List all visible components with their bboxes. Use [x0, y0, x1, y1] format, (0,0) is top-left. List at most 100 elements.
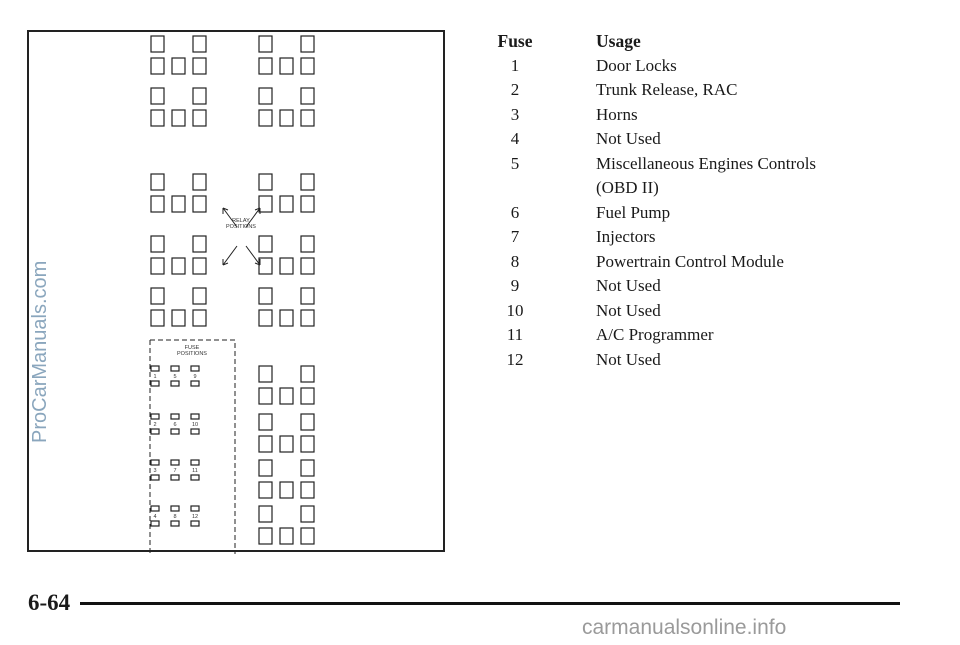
relay-socket	[150, 235, 207, 275]
relay-pin	[150, 287, 165, 305]
fuse-usage: Not Used	[596, 300, 661, 320]
fuse-number: 11	[506, 325, 524, 344]
fuse-terminal	[150, 459, 160, 466]
relay-pin	[150, 87, 165, 105]
relay-pin	[258, 387, 273, 405]
fuse-usage-continued: (OBD II)	[596, 178, 659, 197]
table-row: 8 Powertrain Control Module	[490, 250, 910, 275]
table-row: 12 Not Used	[490, 348, 910, 373]
fuse-socket	[190, 365, 200, 387]
fuse-position-number: 9	[193, 374, 196, 380]
relay-pin	[300, 87, 315, 105]
relay-pin	[300, 109, 315, 127]
fuse-terminal	[150, 413, 160, 420]
fuse-usage: Not Used	[596, 129, 661, 148]
relay-pin	[258, 459, 273, 477]
relay-pin	[192, 57, 207, 75]
relay-pin	[171, 109, 186, 127]
relay-pin	[300, 527, 315, 545]
relay-pin	[300, 435, 315, 453]
fuse-position-number: 12	[192, 514, 198, 520]
fuse-position-number: 4	[153, 514, 156, 520]
relay-pin	[300, 195, 315, 213]
fuse-position-number: 3	[153, 468, 156, 474]
fuse-usage: Horns	[596, 104, 638, 124]
relay-pin	[300, 309, 315, 327]
fuse-socket	[170, 505, 180, 527]
fuse-socket	[150, 459, 160, 481]
fuse-label-line2: POSITIONS	[177, 351, 207, 357]
fuse-number: 6	[510, 202, 520, 222]
relay-pin	[279, 195, 294, 213]
relay-pin	[150, 35, 165, 53]
fuse-terminal	[150, 505, 160, 512]
relay-pin	[150, 309, 165, 327]
fuse-terminal	[170, 459, 180, 466]
relay-socket	[258, 87, 315, 127]
page-number: 6-64	[28, 590, 71, 615]
relay-pin	[279, 257, 294, 275]
relay-pin	[300, 387, 315, 405]
fuse-number: 2	[510, 80, 520, 99]
fuse-socket	[170, 365, 180, 387]
relay-pin	[258, 109, 273, 127]
relay-pin	[300, 459, 315, 477]
fuse-position-number: 6	[173, 422, 176, 428]
fuse-terminal	[150, 380, 160, 387]
fuse-terminal	[190, 474, 200, 481]
table-row: 10 Not Used	[490, 299, 910, 324]
fuse-number: 1	[510, 55, 520, 75]
fuse-socket	[190, 459, 200, 481]
relay-pin	[171, 309, 186, 327]
fuse-terminal	[150, 520, 160, 527]
fuse-position-number: 5	[173, 374, 176, 380]
fuse-terminal	[150, 428, 160, 435]
relay-pin	[258, 481, 273, 499]
fuse-number: 10	[506, 300, 524, 320]
relay-pin	[258, 505, 273, 523]
fuse-usage: Fuel Pump	[596, 202, 671, 222]
table-row: 6 Fuel Pump	[490, 201, 910, 226]
fuse-terminal	[170, 380, 180, 387]
relay-pin	[192, 173, 207, 191]
fuse-position-number: 2	[153, 422, 156, 428]
fuse-terminal	[170, 365, 180, 372]
fuse-terminal	[190, 365, 200, 372]
relay-pin	[192, 257, 207, 275]
fuse-number: 12	[506, 349, 524, 369]
fuse-number: 7	[510, 227, 520, 246]
bottom-watermark: carmanualsonline.info	[582, 616, 787, 639]
relay-pin	[192, 35, 207, 53]
relay-label-line1: RELAY	[232, 218, 250, 224]
fuse-usage: Powertrain Control Module	[596, 251, 784, 271]
table-row: 1 Door Locks	[490, 54, 910, 79]
relay-pin	[300, 287, 315, 305]
fuse-socket	[150, 505, 160, 527]
footer-rule	[80, 602, 900, 605]
fuse-usage: Miscellaneous Engines Controls	[596, 153, 817, 173]
relay-pin	[150, 173, 165, 191]
relay-pin	[279, 109, 294, 127]
header-usage: Usage	[596, 31, 641, 51]
fuse-terminal	[170, 505, 180, 512]
relay-pin	[300, 481, 315, 499]
fuse-terminal	[190, 413, 200, 420]
relay-pin	[150, 109, 165, 127]
fuse-terminal	[170, 428, 180, 435]
relay-pin	[258, 527, 273, 545]
header-fuse: Fuse	[497, 31, 533, 51]
relay-socket	[258, 235, 315, 275]
relay-socket	[150, 87, 207, 127]
fuse-socket	[190, 505, 200, 527]
fuse-terminal	[190, 380, 200, 387]
relay-socket	[258, 505, 315, 545]
fuse-position-number: 8	[173, 514, 176, 520]
fuse-usage: A/C Programmer	[596, 325, 714, 344]
relay-pin	[300, 257, 315, 275]
fuse-terminal	[170, 413, 180, 420]
fuse-number: 5	[510, 153, 520, 173]
relay-socket	[258, 287, 315, 327]
relay-pin	[300, 365, 315, 383]
